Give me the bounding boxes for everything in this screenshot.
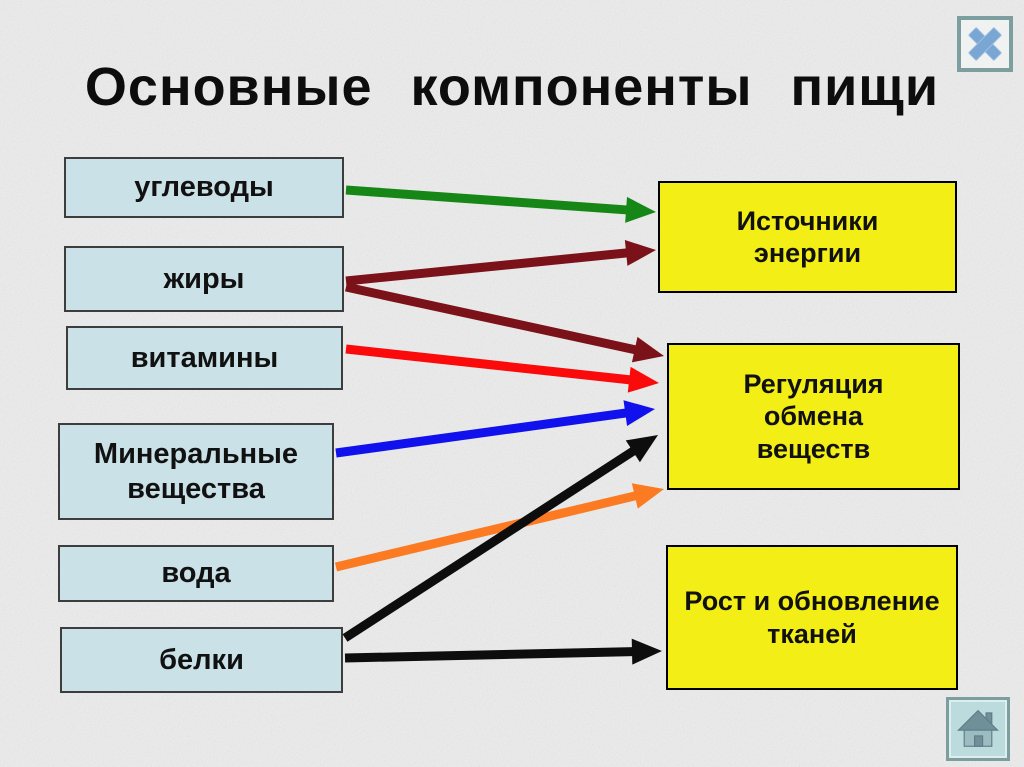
function-label: Регуляция обмена веществ [743, 368, 884, 464]
arrow-3 [345, 344, 659, 393]
function-label: Источники энергии [736, 205, 879, 268]
arrow-5 [334, 483, 664, 572]
component-label: Минеральные вещества [93, 437, 299, 505]
function-label: Рост и обновление тканей [684, 586, 940, 649]
component-label: белки [159, 643, 244, 676]
arrow-1 [345, 240, 656, 286]
component-label: жиры [163, 262, 245, 295]
arrow-4 [335, 400, 655, 458]
function-box-tissue-growth: Рост и обновление тканей [666, 545, 958, 690]
arrow-2 [345, 282, 664, 363]
component-box-belki: белки [60, 627, 343, 693]
close-button[interactable] [957, 16, 1013, 72]
component-box-zhiry: жиры [64, 246, 344, 312]
arrow-6 [342, 435, 658, 642]
close-icon [968, 27, 1002, 61]
function-box-metabolism-regulation: Регуляция обмена веществ [667, 343, 960, 490]
arrow-7 [344, 638, 662, 665]
function-box-energy-sources: Источники энергии [658, 181, 957, 293]
page-title: Основные компоненты пищи [84, 57, 940, 117]
component-box-uglevody: углеводы [64, 157, 344, 218]
component-label: витамины [130, 341, 279, 374]
home-icon [957, 709, 999, 747]
component-box-vitaminy: витамины [66, 326, 343, 390]
component-box-voda: вода [58, 545, 334, 602]
component-box-mineralnye: Минеральные вещества [58, 423, 334, 520]
arrow-0 [345, 185, 656, 223]
home-button[interactable] [946, 697, 1010, 761]
component-label: вода [161, 557, 231, 590]
component-label: углеводы [134, 171, 274, 204]
